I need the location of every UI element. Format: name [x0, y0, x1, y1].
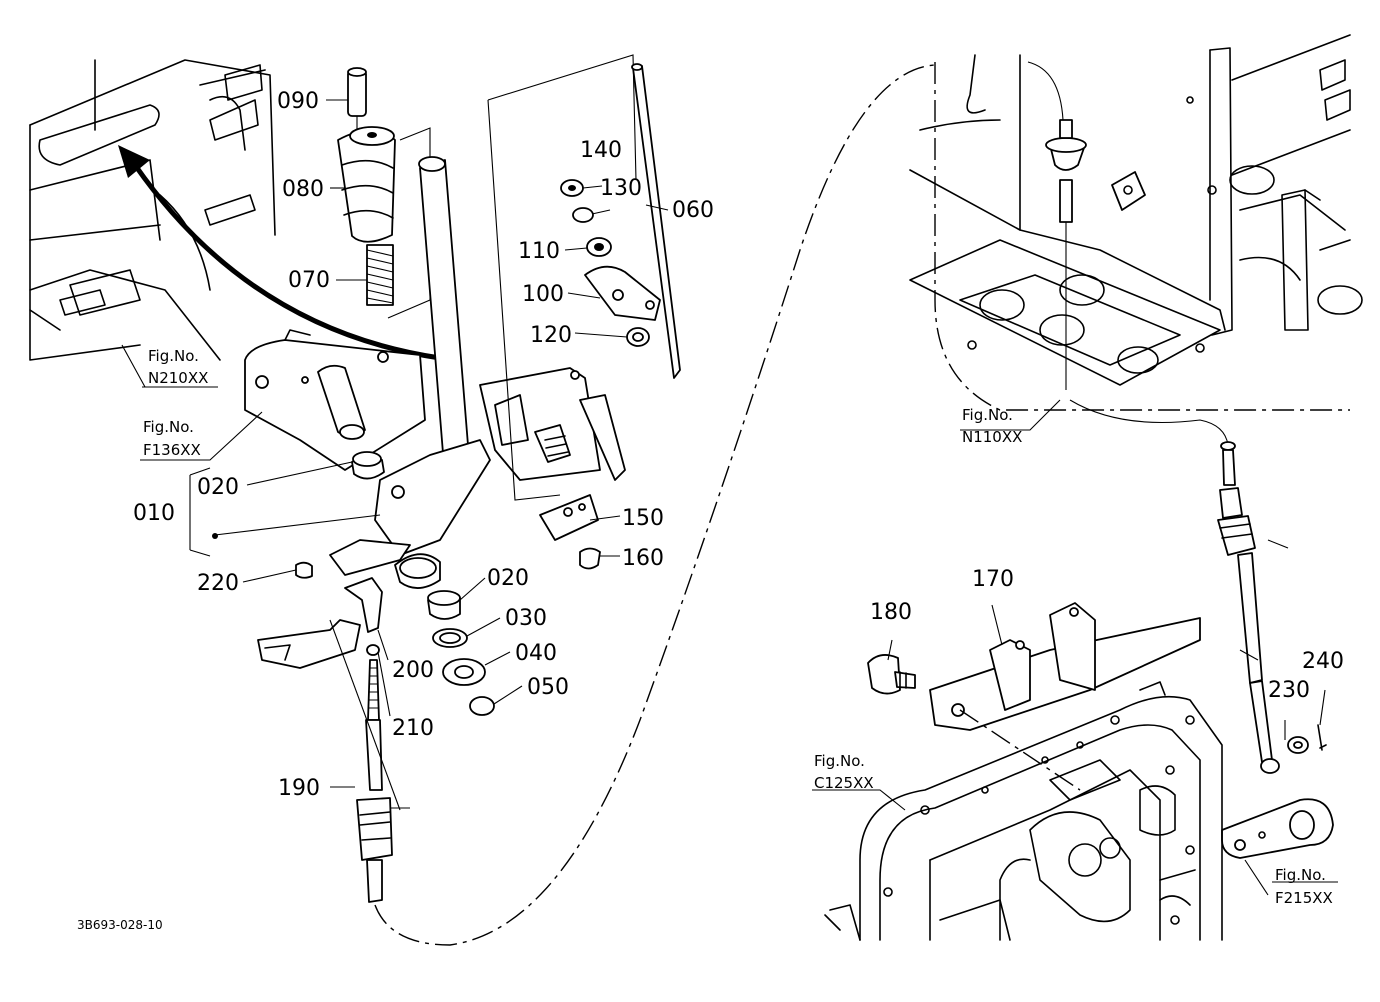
fig-ref-f136-title: Fig.No.: [143, 418, 194, 436]
label-210: 210: [392, 716, 434, 741]
cable-routing-line: [374, 64, 936, 946]
label-170: 170: [972, 567, 1014, 592]
curved-arrow: [118, 145, 441, 361]
label-080: 080: [282, 177, 324, 202]
label-180: 180: [870, 600, 912, 625]
label-150: 150: [622, 506, 664, 531]
label-110: 110: [518, 239, 560, 264]
figure-references: Fig.No. N210XX Fig.No. F136XX Fig.No. N1…: [143, 347, 1333, 907]
label-100: 100: [522, 282, 564, 307]
label-200: 200: [392, 658, 434, 683]
label-240: 240: [1302, 649, 1344, 674]
label-230: 230: [1268, 678, 1310, 703]
fig-ref-c125-code: C125XX: [814, 774, 874, 792]
lever-assembly: [121, 54, 681, 903]
label-060: 060: [672, 198, 714, 223]
label-070: 070: [288, 268, 330, 293]
dashboard-panel-sketch: [29, 59, 276, 361]
right-cable-assembly: [812, 399, 1338, 896]
fig-ref-f136-code: F136XX: [143, 441, 201, 459]
part-number-labels: 090 080 070 140 130 060 110 100 120 020 …: [133, 89, 1344, 801]
drawing-code: 3B693-028-10: [77, 918, 163, 932]
label-010: 010: [133, 501, 175, 526]
label-090: 090: [277, 89, 319, 114]
fig-ref-n110-code: N110XX: [962, 428, 1022, 446]
cable-link-line: [1069, 399, 1229, 446]
transmission-housing-sketch: [824, 681, 1223, 941]
label-140: 140: [580, 138, 622, 163]
label-020-lower: 020: [487, 566, 529, 591]
fig-ref-f215-code: F215XX: [1275, 889, 1333, 907]
label-120: 120: [530, 323, 572, 348]
label-190: 190: [278, 776, 320, 801]
label-160: 160: [622, 546, 664, 571]
fig-ref-n110-title: Fig.No.: [962, 406, 1013, 424]
label-220: 220: [197, 571, 239, 596]
fig-ref-n210-title: Fig.No.: [148, 347, 199, 365]
label-040: 040: [515, 641, 557, 666]
floor-frame-sketch: [909, 34, 1363, 411]
label-130: 130: [600, 176, 642, 201]
fig-ref-n210-code: N210XX: [148, 369, 208, 387]
cable-routing-line-top: [1027, 61, 1064, 121]
fig-ref-c125-title: Fig.No.: [814, 752, 865, 770]
label-020-upper: 020: [197, 475, 239, 500]
label-030: 030: [505, 606, 547, 631]
label-050: 050: [527, 675, 569, 700]
fig-ref-f215-title: Fig.No.: [1275, 866, 1326, 884]
